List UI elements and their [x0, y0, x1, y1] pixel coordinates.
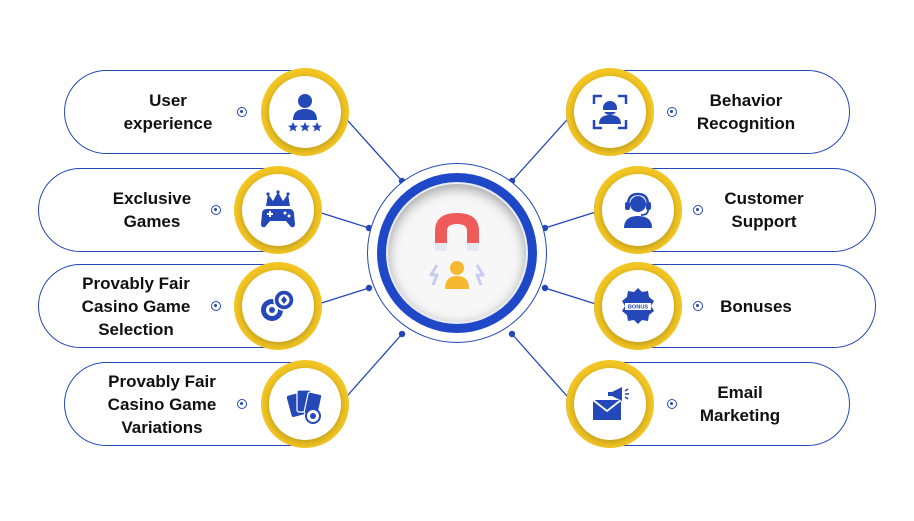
node-dot [237, 107, 247, 117]
connector-provably-fair-variations [339, 333, 403, 405]
node-dot [693, 301, 703, 311]
connector-user-experience [339, 111, 403, 182]
node-dot [667, 107, 677, 117]
badge-email-marketing [566, 360, 654, 448]
node-dot [211, 301, 221, 311]
node-dot [667, 399, 677, 409]
badge-bonuses: BONUS [594, 262, 682, 350]
node-dot [237, 399, 247, 409]
node-dot [211, 205, 221, 215]
crown-gamepad-icon [261, 190, 295, 228]
badge-customer-support [594, 166, 682, 254]
connector-behavior-recognition [511, 111, 575, 182]
badge-provably-fair-selection [234, 262, 322, 350]
magnet-attract-user-icon [429, 213, 485, 289]
bonus-badge-icon: BONUS [622, 288, 654, 324]
badge-behavior-recognition [566, 68, 654, 156]
connector-email-marketing [511, 333, 575, 405]
bonus-badge-text: BONUS [628, 305, 648, 311]
playing-cards-icon [286, 389, 323, 424]
user-rating-icon [288, 94, 322, 132]
badge-user-experience [261, 68, 349, 156]
headset-agent-icon [624, 192, 652, 228]
email-megaphone-icon [592, 387, 629, 420]
connector-bonuses [544, 287, 603, 307]
center-hub [388, 184, 526, 322]
face-scan-icon [592, 94, 628, 130]
badge-exclusive-games [234, 166, 322, 254]
label-bonuses: Bonuses [720, 296, 792, 316]
badge-provably-fair-variations [261, 360, 349, 448]
casino-chips-icon [261, 289, 295, 321]
connector-customer-support [544, 209, 603, 229]
node-dot [693, 205, 703, 215]
